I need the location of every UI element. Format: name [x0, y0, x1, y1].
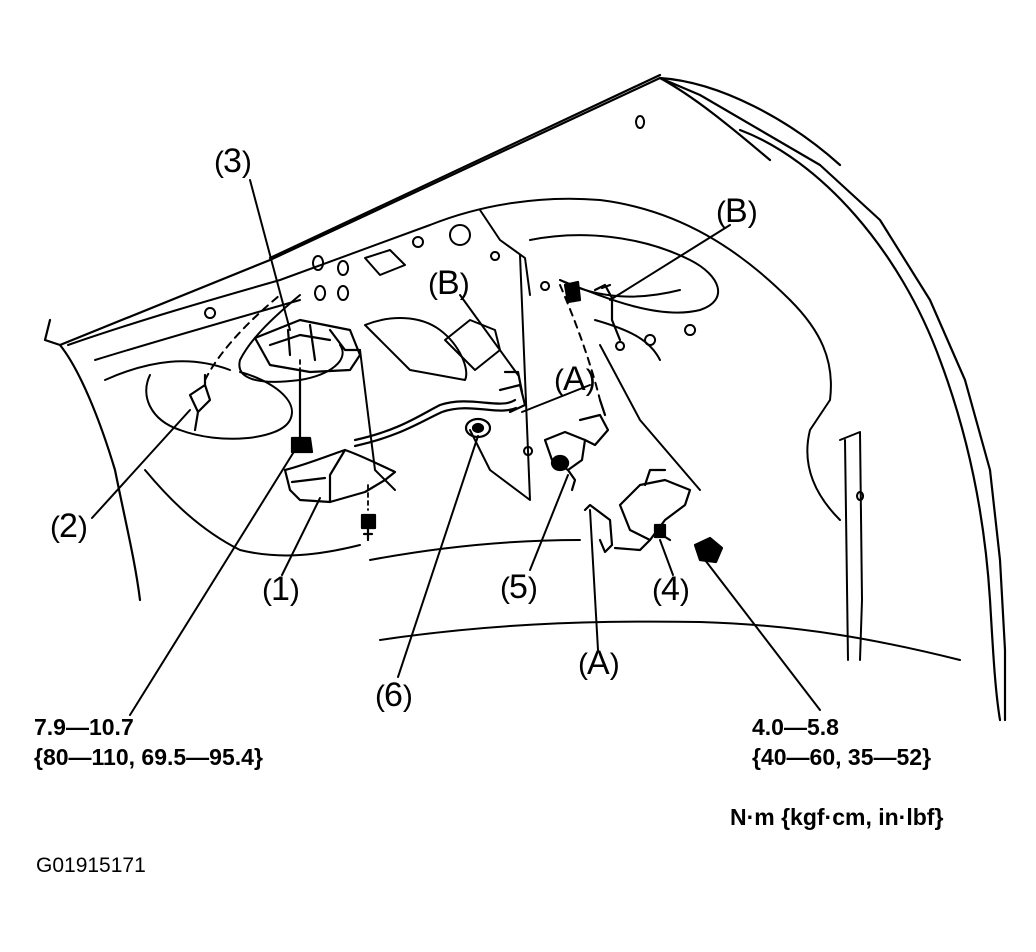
figure-id: G01915171 — [36, 854, 146, 877]
paren-close: ) — [747, 196, 758, 229]
paren-open: ( — [262, 574, 272, 607]
callout-6-label: 6 — [384, 676, 403, 714]
callout-2-label: 2 — [59, 507, 78, 545]
paren-open: ( — [214, 146, 224, 179]
torque-spec-right: 4.0—5.8 {40—60, 35—52} — [752, 712, 931, 772]
callout-b-left-label: B — [437, 264, 460, 302]
latch-bracket-part-1 — [283, 448, 397, 504]
paren-open: ( — [50, 511, 60, 544]
callout-b-right: (B) — [716, 192, 758, 230]
paren-close: ) — [289, 574, 300, 607]
torque-spec-left: 7.9—10.7 {80—110, 69.5—95.4} — [34, 712, 263, 772]
paren-open: ( — [375, 680, 385, 713]
paren-open: ( — [500, 572, 510, 605]
torque-right-nm: 4.0—5.8 — [752, 714, 839, 740]
callout-5-label: 5 — [509, 568, 528, 606]
callout-5: (5) — [500, 568, 538, 606]
callout-a-lower-label: A — [587, 644, 610, 682]
callout-b-left: (B) — [428, 264, 470, 302]
units-legend-text: N·m {kgf·cm, in·lbf} — [730, 804, 944, 830]
callout-a-upper: (A) — [554, 360, 596, 398]
torque-left-nm: 7.9—10.7 — [34, 714, 134, 740]
paren-close: ) — [459, 268, 470, 301]
callout-4-label: 4 — [661, 570, 680, 608]
leader-lines — [91, 179, 821, 716]
torque-left-alt-units: {80—110, 69.5—95.4} — [34, 744, 263, 770]
hood-outer-panel — [43, 73, 1007, 722]
bracket-dashed-hint — [299, 359, 369, 511]
callout-3: (3) — [214, 142, 252, 180]
callout-1-label: 1 — [271, 570, 290, 608]
release-clip-part-2 — [188, 373, 212, 432]
cable-clip-part-5 — [543, 398, 610, 492]
paren-close: ) — [241, 146, 252, 179]
latch-bolt — [290, 428, 314, 454]
callout-4: (4) — [652, 570, 690, 608]
paren-close: ) — [527, 572, 538, 605]
hood-latch-cable-route — [204, 284, 601, 401]
paren-open: ( — [428, 268, 438, 301]
units-legend: N·m {kgf·cm, in·lbf} — [730, 802, 943, 832]
torque-right-alt-units: {40—60, 35—52} — [752, 744, 932, 770]
hood-frame-holes — [204, 115, 865, 501]
hood-inner-frame — [67, 197, 961, 661]
callout-6: (6) — [375, 676, 413, 714]
paren-open: ( — [652, 574, 662, 607]
paren-open: ( — [578, 648, 588, 681]
callout-a-upper-label: A — [563, 360, 586, 398]
callout-b-right-label: B — [725, 192, 748, 230]
paren-close: ) — [402, 680, 413, 713]
paren-close: ) — [77, 511, 88, 544]
hood-release-cable-part-6 — [353, 370, 527, 448]
paren-open: ( — [554, 364, 564, 397]
hood-latch-part-3 — [253, 318, 362, 432]
paren-close: ) — [609, 648, 620, 681]
hood-lock-part-4 — [583, 468, 692, 554]
paren-close: ) — [679, 574, 690, 607]
callout-a-lower: (A) — [578, 644, 620, 682]
callout-2: (2) — [50, 507, 88, 545]
callout-1: (1) — [262, 570, 300, 608]
callout-3-label: 3 — [223, 142, 242, 180]
mounting-nuts — [360, 280, 724, 564]
paren-close: ) — [585, 364, 596, 397]
paren-open: ( — [716, 196, 726, 229]
